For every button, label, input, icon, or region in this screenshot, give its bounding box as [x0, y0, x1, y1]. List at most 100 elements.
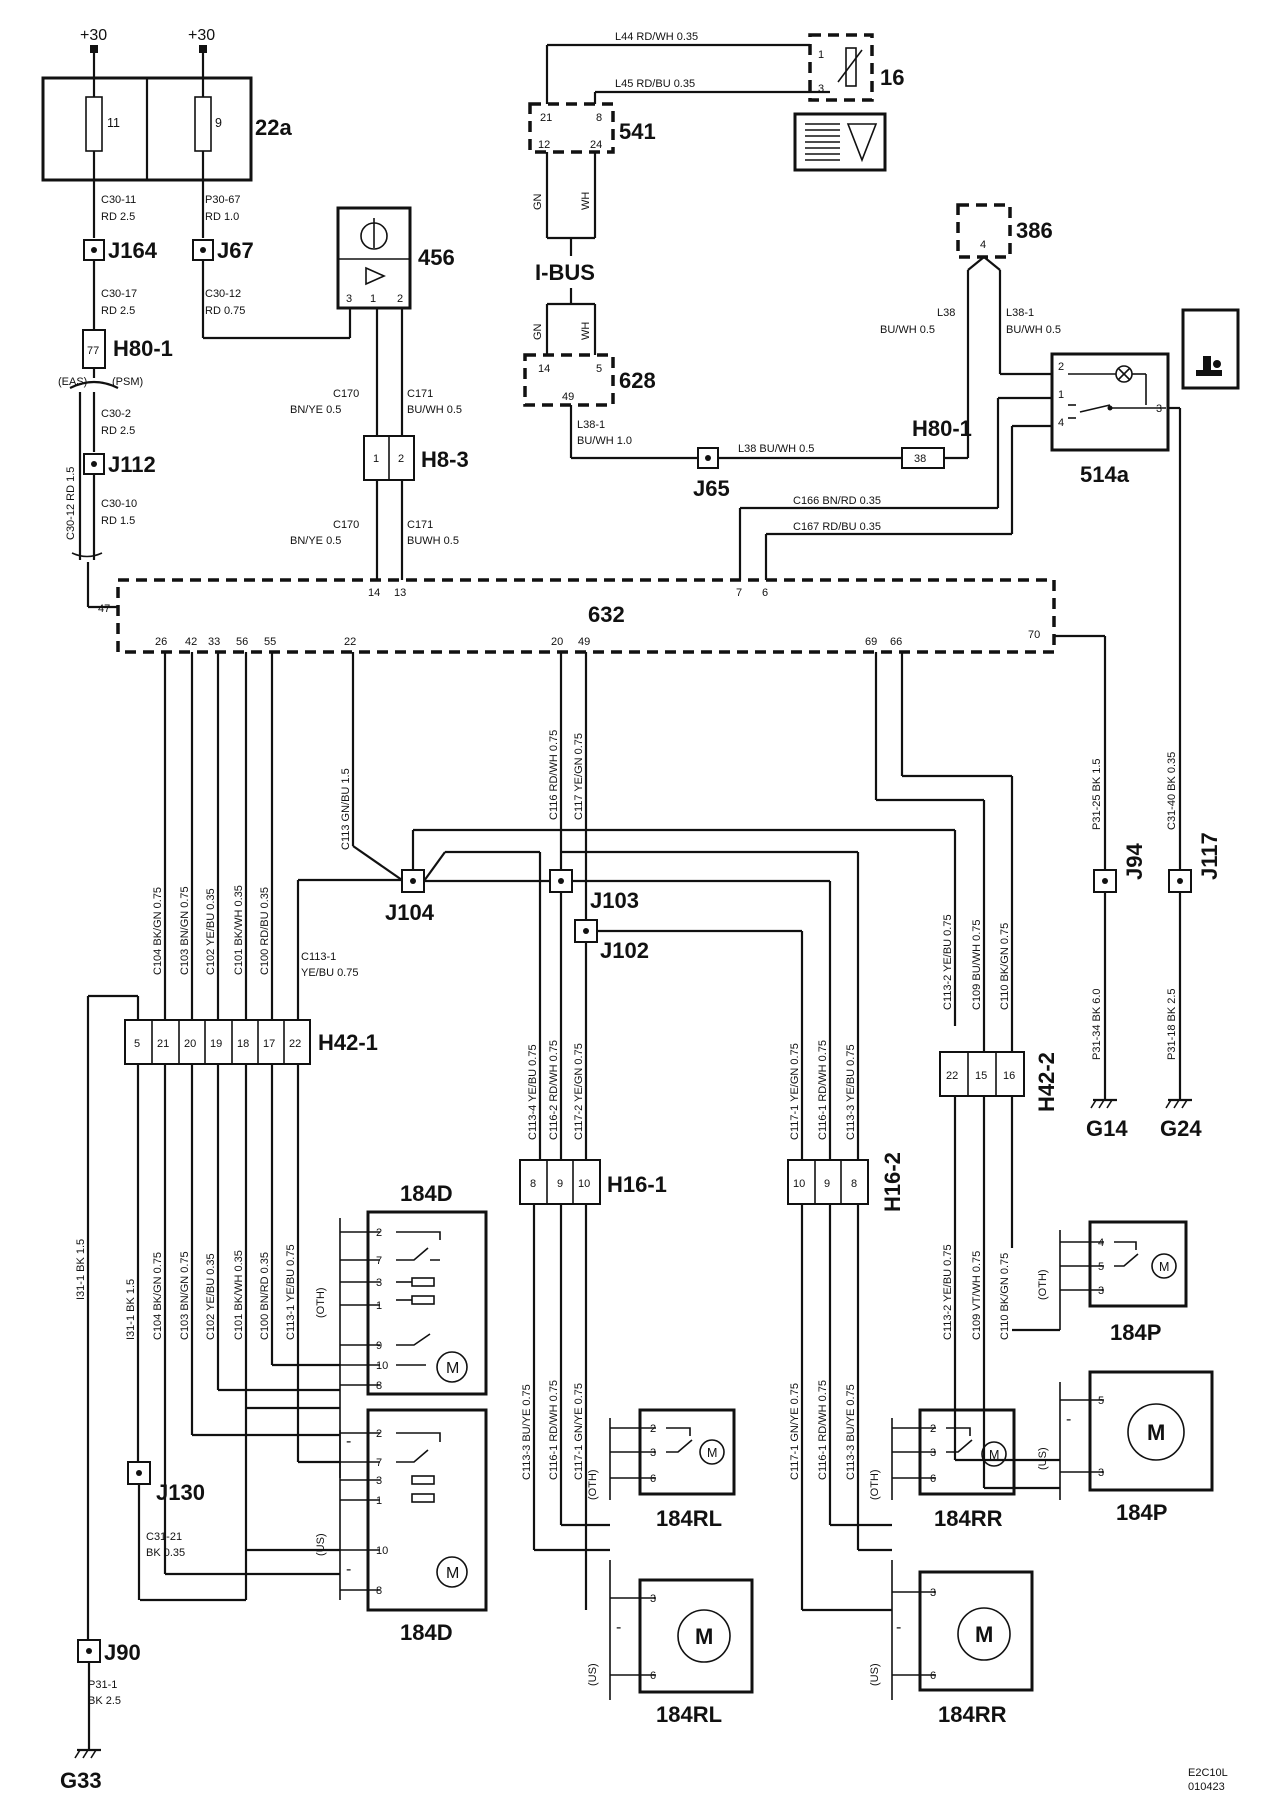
- wire-c31-21: C31-21: [146, 1531, 182, 1543]
- motor-184rl-small-label: 184RL: [656, 1506, 722, 1531]
- fusebox-name: 22a: [255, 115, 292, 140]
- h42-1-pin-19: 19: [210, 1038, 222, 1050]
- motor-184d-top: 184D (OTH) 2 7 3 1 9 10 8 M: [315, 1181, 488, 1478]
- pin-628-5: 5: [596, 363, 602, 375]
- pin-632-69: 69: [865, 636, 877, 648]
- component-541: L44 RD/WH 0.35 L45 RD/BU 0.35 21 8 12 24…: [528, 31, 830, 355]
- pin-632-47: 47: [98, 603, 110, 615]
- 184d-top-pin-10: 10: [376, 1360, 388, 1372]
- splice-j102-label: J102: [600, 938, 649, 963]
- wire-l38-h: L38 BU/WH 0.5: [738, 443, 814, 455]
- wire-l45: L45 RD/BU 0.35: [615, 78, 695, 90]
- pin-514a-4: 4: [1058, 417, 1064, 429]
- mirror-icon: [846, 123, 878, 163]
- pin-632-42: 42: [185, 636, 197, 648]
- 184d-top-pin-8: 8: [376, 1380, 382, 1392]
- left-supply-wires: C30-11 RD 2.5 P30-67 RD 1.0 J164 J67 C30…: [58, 180, 350, 609]
- pin-456-2: 2: [397, 293, 403, 305]
- wire-c30-10-spec: RD 1.5: [101, 515, 135, 527]
- component-386-label: 386: [1016, 218, 1053, 243]
- wire-c30-17-spec: RD 2.5: [101, 305, 135, 317]
- wire-c170b: C170: [333, 519, 359, 531]
- pin-632-6: 6: [762, 587, 768, 599]
- h16-1-pin-8: 8: [530, 1178, 536, 1190]
- footer-code-2: 010423: [1188, 1781, 1225, 1793]
- module-632: 632 47 26 42 33 56 55 22 14 13 20 49 7 6…: [98, 578, 1056, 654]
- footer-code: E2C10L 010423: [1188, 1767, 1228, 1793]
- pin-632-26: 26: [155, 636, 167, 648]
- wire-c113-1-spec: YE/BU 0.75: [301, 967, 358, 979]
- wire-rr-c116-1: C116-1 RD/WH 0.75: [817, 1380, 829, 1480]
- wire-c171a: C171: [407, 388, 433, 400]
- driver-motor-wires: I31-1 BK 1.5 C104 BK/GN 0.75 C103 BN/GN …: [60, 1064, 340, 1793]
- wire-p-c109: C109 VT/WH 0.75: [971, 1251, 983, 1340]
- h8-3-pin-1: 1: [373, 453, 379, 465]
- pin-632-33: 33: [208, 636, 220, 648]
- h8-3-pin-2: 2: [398, 453, 404, 465]
- m-symbol-184p-big: M: [1147, 1420, 1165, 1445]
- 184rr-big-pin-6: 6: [930, 1670, 936, 1682]
- motor-184d-top-label: 184D: [400, 1181, 453, 1206]
- minus-184d-b: -: [346, 1561, 351, 1578]
- wire-p-c110: C110 BK/GN 0.75: [999, 1253, 1011, 1340]
- passenger-door-bus: C113-2 YE/BU 0.75 C109 BU/WH 0.75 C110 B…: [874, 626, 1222, 1100]
- ground-g24: G24: [1160, 1098, 1202, 1141]
- h42-1-pin-22: 22: [289, 1038, 301, 1050]
- fusebox-22a: 11 9 22a: [41, 76, 292, 182]
- wire-p31-1: P31-1: [88, 1679, 117, 1691]
- component-628: 14 5 49 628 L38-1 BU/WH 1.0 J65 L38 BU/W…: [523, 270, 972, 501]
- wire-l38-1-low: L38-1: [577, 419, 605, 431]
- wire-c113-3: C113-3 YE/BU 0.75: [845, 1044, 857, 1140]
- splice-j112-label: J112: [108, 452, 156, 477]
- oth-label-184rl: (OTH): [587, 1469, 599, 1500]
- motor-184p-small-label: 184P: [1110, 1320, 1161, 1345]
- h42-1-pin-21: 21: [157, 1038, 169, 1050]
- driver-door-bus: C104 BK/GN 0.75 C103 BN/GN 0.75 C102 YE/…: [152, 652, 957, 1026]
- motor-184rr-small: (OTH) 2 3 6 M 184RR: [802, 1408, 1016, 1612]
- wire-c30-12a-spec: RD 0.75: [205, 305, 245, 317]
- wire-c104: C104 BK/GN 0.75: [152, 887, 164, 975]
- wire-c31-21-spec: BK 0.35: [146, 1547, 185, 1559]
- pin-16-3: 3: [818, 83, 824, 95]
- wire-p30-67-spec: RD 1.0: [205, 211, 239, 223]
- h42-1-pin-5: 5: [134, 1038, 140, 1050]
- m-symbol-184rr-small: M: [989, 1448, 999, 1462]
- m-symbol-184d-top: M: [446, 1360, 459, 1377]
- motor-184rl-big-icon: [677, 1609, 731, 1663]
- h16-2-pin-10: 10: [793, 1178, 805, 1190]
- fuse-11-label: 11: [107, 116, 120, 130]
- wire-c30-17: C30-17: [101, 288, 137, 300]
- splice-j90-label: J90: [104, 1640, 141, 1665]
- wire-p31-18: P31-18 BK 2.5: [1166, 988, 1178, 1060]
- pin-632-14: 14: [368, 587, 380, 599]
- wire-l38-1-low-spec: BU/WH 1.0: [577, 435, 632, 447]
- wire-c30-11: C30-11: [101, 194, 136, 206]
- pin-514a-3: 3: [1156, 403, 1162, 415]
- wire-lower-c101: C101 BK/WH 0.35: [233, 1250, 245, 1340]
- h16-2-pin-9: 9: [824, 1178, 830, 1190]
- resistor-icon: [845, 47, 857, 87]
- connector-h16-1-label: H16-1: [607, 1172, 667, 1197]
- minus-184rr: -: [896, 1619, 901, 1636]
- motor-184d-bottom-icon: [436, 1556, 468, 1588]
- wire-c116-2: C116-2 RD/WH 0.75: [548, 1040, 560, 1140]
- wire-c31-40: C31-40 BK 0.35: [1166, 752, 1178, 830]
- minus-184d-a: -: [346, 1433, 351, 1450]
- wire-c100: C100 RD/BU 0.35: [259, 887, 271, 975]
- ibus-gn-upper: GN: [532, 193, 544, 210]
- wire-c166: C166 BN/RD 0.35: [793, 495, 881, 507]
- us-label-184rl: (US): [587, 1663, 599, 1686]
- 184p-pin-5: 5: [1098, 1261, 1104, 1273]
- us-label-184rr: (US): [869, 1663, 881, 1686]
- wire-c30-12-vertical: C30-12 RD 1.5: [65, 467, 77, 540]
- footer-code-1: E2C10L: [1188, 1767, 1228, 1779]
- 184rr-pin-2: 2: [930, 1423, 936, 1435]
- pin-514a-2: 2: [1058, 361, 1064, 373]
- m-symbol-184rl-big: M: [695, 1624, 713, 1649]
- fuse-9-icon: [194, 96, 212, 152]
- motor-184d-top-icon: [436, 1351, 468, 1383]
- wire-p30-67: P30-67: [205, 194, 240, 206]
- oth-label-184d: (OTH): [315, 1287, 327, 1318]
